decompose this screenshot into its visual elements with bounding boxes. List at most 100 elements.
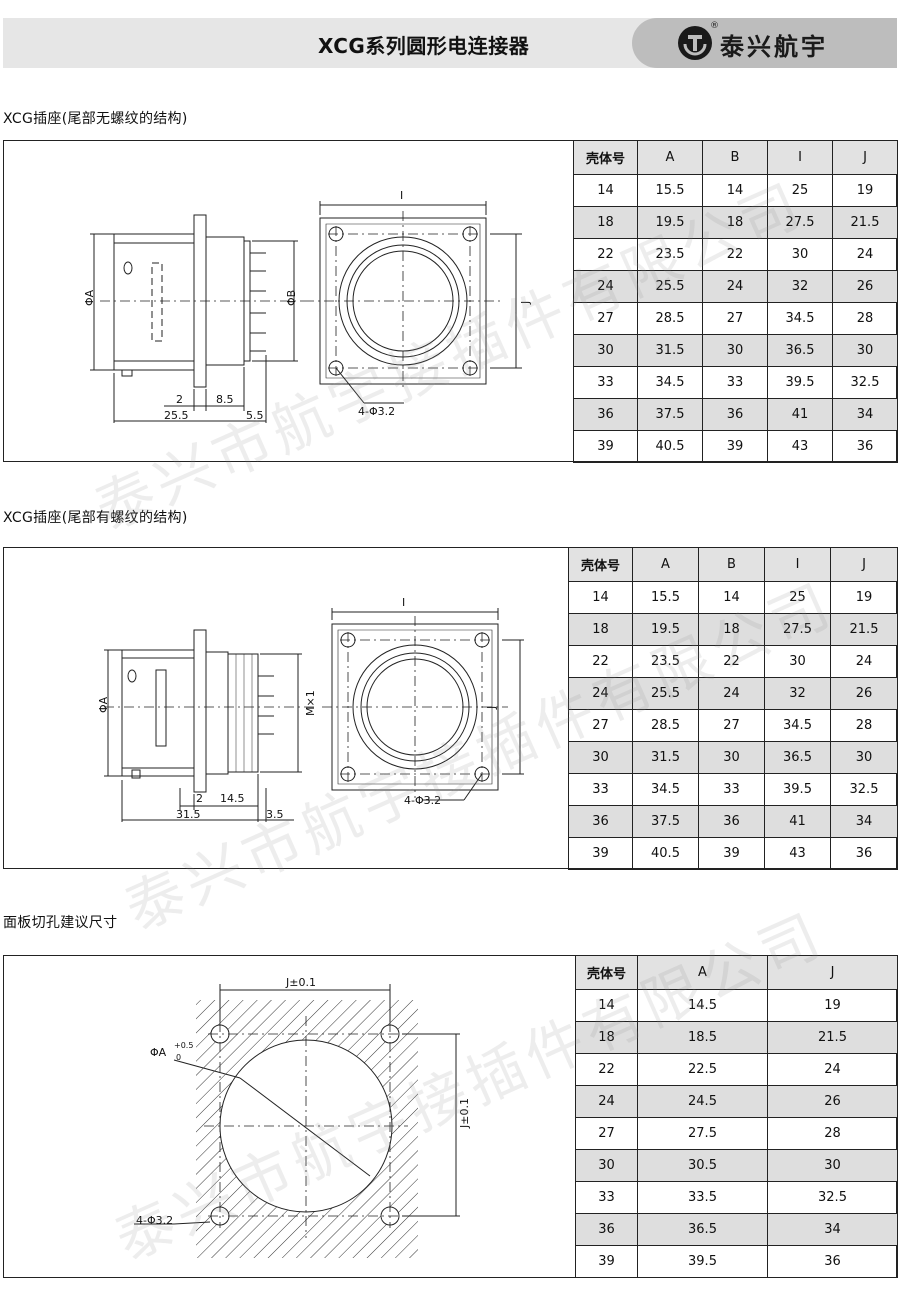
table-cell: 36 (568, 805, 633, 838)
table-cell: 14 (698, 581, 765, 614)
column-header: A (632, 547, 699, 582)
table-cell: 32 (764, 677, 831, 710)
table-cell: 34.5 (637, 366, 703, 399)
table-cell: 36 (698, 805, 765, 838)
table-cell: 30 (575, 1149, 638, 1182)
column-header: I (767, 140, 833, 175)
dim-8-5: 8.5 (216, 393, 234, 406)
table-cell: 30 (764, 645, 831, 678)
table-cell: 25.5 (637, 270, 703, 303)
table-cell: 39.5 (637, 1245, 768, 1278)
table-cell: 36 (832, 430, 898, 463)
label-holes: 4-Φ3.2 (358, 405, 395, 418)
table-cell: 28.5 (632, 709, 699, 742)
table-cell: 24 (575, 1085, 638, 1118)
table-cell: 30 (702, 334, 768, 367)
table-cell: 30 (573, 334, 638, 367)
table-cell: 22 (575, 1053, 638, 1086)
column-header: B (698, 547, 765, 582)
table-cell: 27 (573, 302, 638, 335)
column-header: 壳体号 (568, 547, 633, 582)
brand-box (632, 18, 897, 68)
table-cell: 36.5 (767, 334, 833, 367)
table-cell: 33 (575, 1181, 638, 1214)
table-cell: 27.5 (767, 206, 833, 239)
table-cell: 22 (702, 238, 768, 271)
table-cell: 24 (573, 270, 638, 303)
label-i: I (400, 189, 403, 202)
label-tol-zero: 0 (176, 1053, 181, 1062)
table-cell: 39.5 (767, 366, 833, 399)
section-title-1: XCG插座(尾部无螺纹的结构) (3, 111, 188, 127)
table-cell: 33.5 (637, 1181, 768, 1214)
label-phi-b: ΦB (285, 290, 298, 306)
section-title-3: 面板切孔建议尺寸 (3, 915, 118, 931)
table-cell: 39 (573, 430, 638, 463)
table-cell: 32.5 (767, 1181, 898, 1214)
label-holes: 4-Φ3.2 (404, 794, 441, 807)
label-phi-a: ΦA (97, 696, 110, 713)
table-cell: 21.5 (767, 1021, 898, 1054)
table-cell: 37.5 (632, 805, 699, 838)
table-cell: 24 (698, 677, 765, 710)
table-cell: 27 (698, 709, 765, 742)
table-cell: 14 (575, 989, 638, 1022)
column-header: 壳体号 (575, 955, 638, 990)
column-header: J (830, 547, 898, 582)
table-cell: 28 (830, 709, 898, 742)
column-header: A (637, 140, 703, 175)
table-cell: 34 (832, 398, 898, 431)
table-cell: 24.5 (637, 1085, 768, 1118)
table-cell: 30 (568, 741, 633, 774)
column-header: A (637, 955, 768, 990)
column-header: 壳体号 (573, 140, 638, 175)
table-cell: 14 (702, 174, 768, 207)
table-cell: 41 (767, 398, 833, 431)
table-cell: 19.5 (637, 206, 703, 239)
table-cell: 30 (832, 334, 898, 367)
table-cell: 18.5 (637, 1021, 768, 1054)
brand-name: 泰兴航宇 (720, 33, 828, 61)
label-thread: M×1 (304, 690, 317, 716)
label-j-top: J±0.1 (285, 976, 316, 989)
table-cell: 30 (767, 238, 833, 271)
table-cell: 43 (764, 837, 831, 870)
table-cell: 19 (832, 174, 898, 207)
label-j: J (485, 706, 498, 710)
label-phi-a: ΦA (150, 1046, 167, 1059)
table-cell: 33 (573, 366, 638, 399)
table-cell: 27 (702, 302, 768, 335)
table-cell: 32.5 (832, 366, 898, 399)
table-cell: 36 (573, 398, 638, 431)
table-cell: 14 (573, 174, 638, 207)
table-cell: 39 (568, 837, 633, 870)
table-cell: 27 (568, 709, 633, 742)
table-cell: 24 (832, 238, 898, 271)
table-cell: 27.5 (764, 613, 831, 646)
table-cell: 19.5 (632, 613, 699, 646)
table-cell: 28.5 (637, 302, 703, 335)
table-cell: 32.5 (830, 773, 898, 806)
table-cell: 25 (767, 174, 833, 207)
table-cell: 34 (767, 1213, 898, 1246)
table-cell: 26 (830, 677, 898, 710)
table-cell: 40.5 (632, 837, 699, 870)
dim-14-5: 14.5 (220, 792, 245, 805)
table-cell: 30.5 (637, 1149, 768, 1182)
table-cell: 36.5 (637, 1213, 768, 1246)
table-cell: 19 (830, 581, 898, 614)
column-header: I (764, 547, 831, 582)
